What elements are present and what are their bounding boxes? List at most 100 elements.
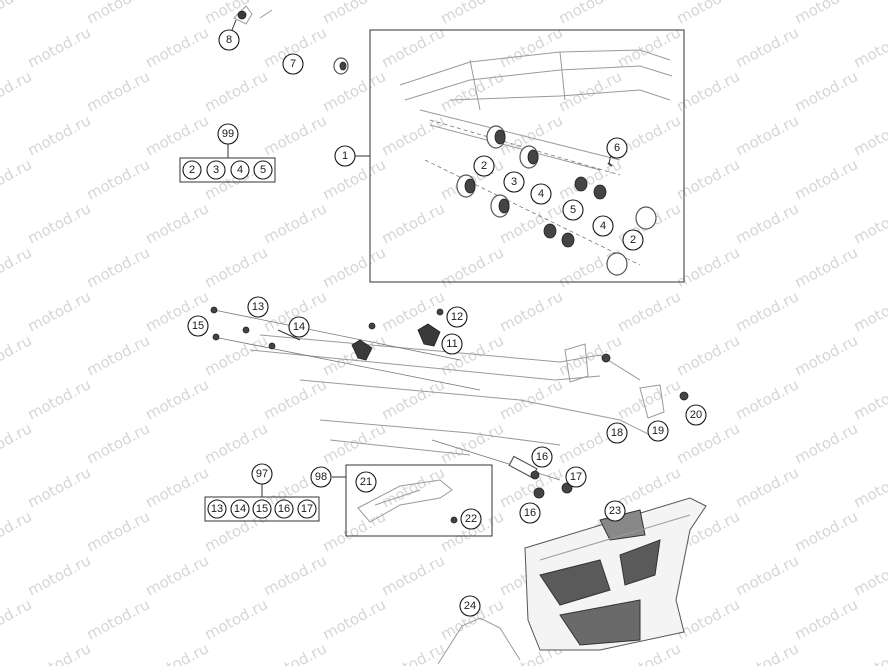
callout-label: 1 xyxy=(342,150,348,162)
callout-g97_13: 13 xyxy=(207,499,227,519)
callout-circle xyxy=(251,463,273,485)
watermark-text: motod.ru xyxy=(615,23,684,71)
callout-label: 20 xyxy=(690,409,702,421)
callout-c7: 7 xyxy=(282,53,304,75)
watermark-text: motod.ru xyxy=(792,331,861,379)
watermark-text: motod.ru xyxy=(851,199,888,247)
callout-c98: 98 xyxy=(310,466,332,488)
callout-circle xyxy=(592,215,614,237)
watermark-text: motod.ru xyxy=(497,23,566,71)
callout-label: 3 xyxy=(511,176,517,188)
watermark-text: motod.ru xyxy=(733,463,802,511)
watermark-text: motod.ru xyxy=(733,23,802,71)
watermark-text: motod.ru xyxy=(84,419,153,467)
watermark-text: motod.ru xyxy=(733,287,802,335)
callout-c14: 14 xyxy=(288,316,310,338)
callout-label: 13 xyxy=(252,301,264,313)
callout-c21: 21 xyxy=(355,471,377,493)
callout-circle xyxy=(446,306,468,328)
callout-c20: 20 xyxy=(685,404,707,426)
callout-g99_5: 5 xyxy=(253,160,273,180)
watermark-text: motod.ru xyxy=(84,155,153,203)
callout-circle xyxy=(187,315,209,337)
watermark-text: motod.ru xyxy=(851,463,888,511)
callout-label: 4 xyxy=(538,188,544,200)
watermark-text: motod.ru xyxy=(0,331,35,379)
watermark-text: motod.ru xyxy=(851,551,888,599)
callout-d2a: 2 xyxy=(473,155,495,177)
watermark-text: motod.ru xyxy=(792,155,861,203)
callout-circle xyxy=(647,420,669,442)
callout-circle xyxy=(606,137,628,159)
callout-circle xyxy=(606,422,628,444)
callout-c11: 11 xyxy=(441,333,463,355)
watermark-text: motod.ru xyxy=(379,463,448,511)
callout-circle xyxy=(503,171,525,193)
callout-label: 99 xyxy=(222,128,234,140)
watermark-text: motod.ru xyxy=(25,463,94,511)
callout-d2b: 2 xyxy=(622,229,644,251)
watermark-text: motod.ru xyxy=(379,639,448,666)
watermark-text: motod.ru xyxy=(320,243,389,291)
watermark-text: motod.ru xyxy=(379,23,448,71)
watermark-text: motod.ru xyxy=(733,199,802,247)
group-97-box xyxy=(204,496,320,522)
watermark-text: motod.ru xyxy=(0,155,35,203)
watermark-text: motod.ru xyxy=(143,639,212,666)
callout-circle xyxy=(282,53,304,75)
watermark-text: motod.ru xyxy=(261,111,330,159)
watermark-text: motod.ru xyxy=(320,0,389,28)
callout-g97_15: 15 xyxy=(252,499,272,519)
watermark-text: motod.ru xyxy=(143,463,212,511)
watermark-text: motod.ru xyxy=(792,243,861,291)
callout-c16b: 16 xyxy=(519,502,541,524)
callout-c99: 99 xyxy=(217,123,239,145)
callout-label: 19 xyxy=(652,425,664,437)
callout-label: 4 xyxy=(600,220,606,232)
chain-guard-icon xyxy=(524,497,707,651)
callout-label: 7 xyxy=(290,58,296,70)
watermark-text: motod.ru xyxy=(792,0,861,28)
callout-label: 18 xyxy=(611,427,623,439)
chain-slider-icon xyxy=(357,479,458,524)
callout-label: 11 xyxy=(446,338,457,350)
callout-circle xyxy=(230,499,250,519)
watermark-text: motod.ru xyxy=(438,0,507,28)
callout-c12: 12 xyxy=(446,306,468,328)
callout-label: 17 xyxy=(301,503,313,515)
callout-circle xyxy=(685,404,707,426)
watermark-text: motod.ru xyxy=(497,287,566,335)
callout-c16a: 16 xyxy=(531,446,553,468)
callout-circle xyxy=(253,160,273,180)
watermark-text: motod.ru xyxy=(615,375,684,423)
callout-label: 13 xyxy=(211,503,223,515)
watermark-text: motod.ru xyxy=(261,375,330,423)
watermark-text: motod.ru xyxy=(84,595,153,643)
callout-label: 22 xyxy=(465,513,477,525)
watermark-text: motod.ru xyxy=(851,375,888,423)
callout-c13: 13 xyxy=(247,296,269,318)
watermark-text: motod.ru xyxy=(733,551,802,599)
callout-c22: 22 xyxy=(460,508,482,530)
chain-guide-lower-icon xyxy=(437,617,521,665)
callout-g97_17: 17 xyxy=(297,499,317,519)
callout-c17: 17 xyxy=(565,466,587,488)
swingarm-icon xyxy=(249,334,665,456)
callout-circle xyxy=(355,471,377,493)
watermark-text: motod.ru xyxy=(320,507,389,555)
callout-g99_2: 2 xyxy=(182,160,202,180)
watermark-text: motod.ru xyxy=(792,507,861,555)
watermark-text: motod.ru xyxy=(84,0,153,28)
watermark-text: motod.ru xyxy=(379,111,448,159)
watermark-text: motod.ru xyxy=(84,507,153,555)
watermark-text: motod.ru xyxy=(379,199,448,247)
callout-label: 24 xyxy=(464,600,476,612)
watermark-text: motod.ru xyxy=(0,243,35,291)
watermark-text: motod.ru xyxy=(379,551,448,599)
callout-label: 23 xyxy=(609,505,621,517)
callout-circle xyxy=(217,123,239,145)
watermark-text: motod.ru xyxy=(438,243,507,291)
watermark-text: motod.ru xyxy=(202,595,271,643)
